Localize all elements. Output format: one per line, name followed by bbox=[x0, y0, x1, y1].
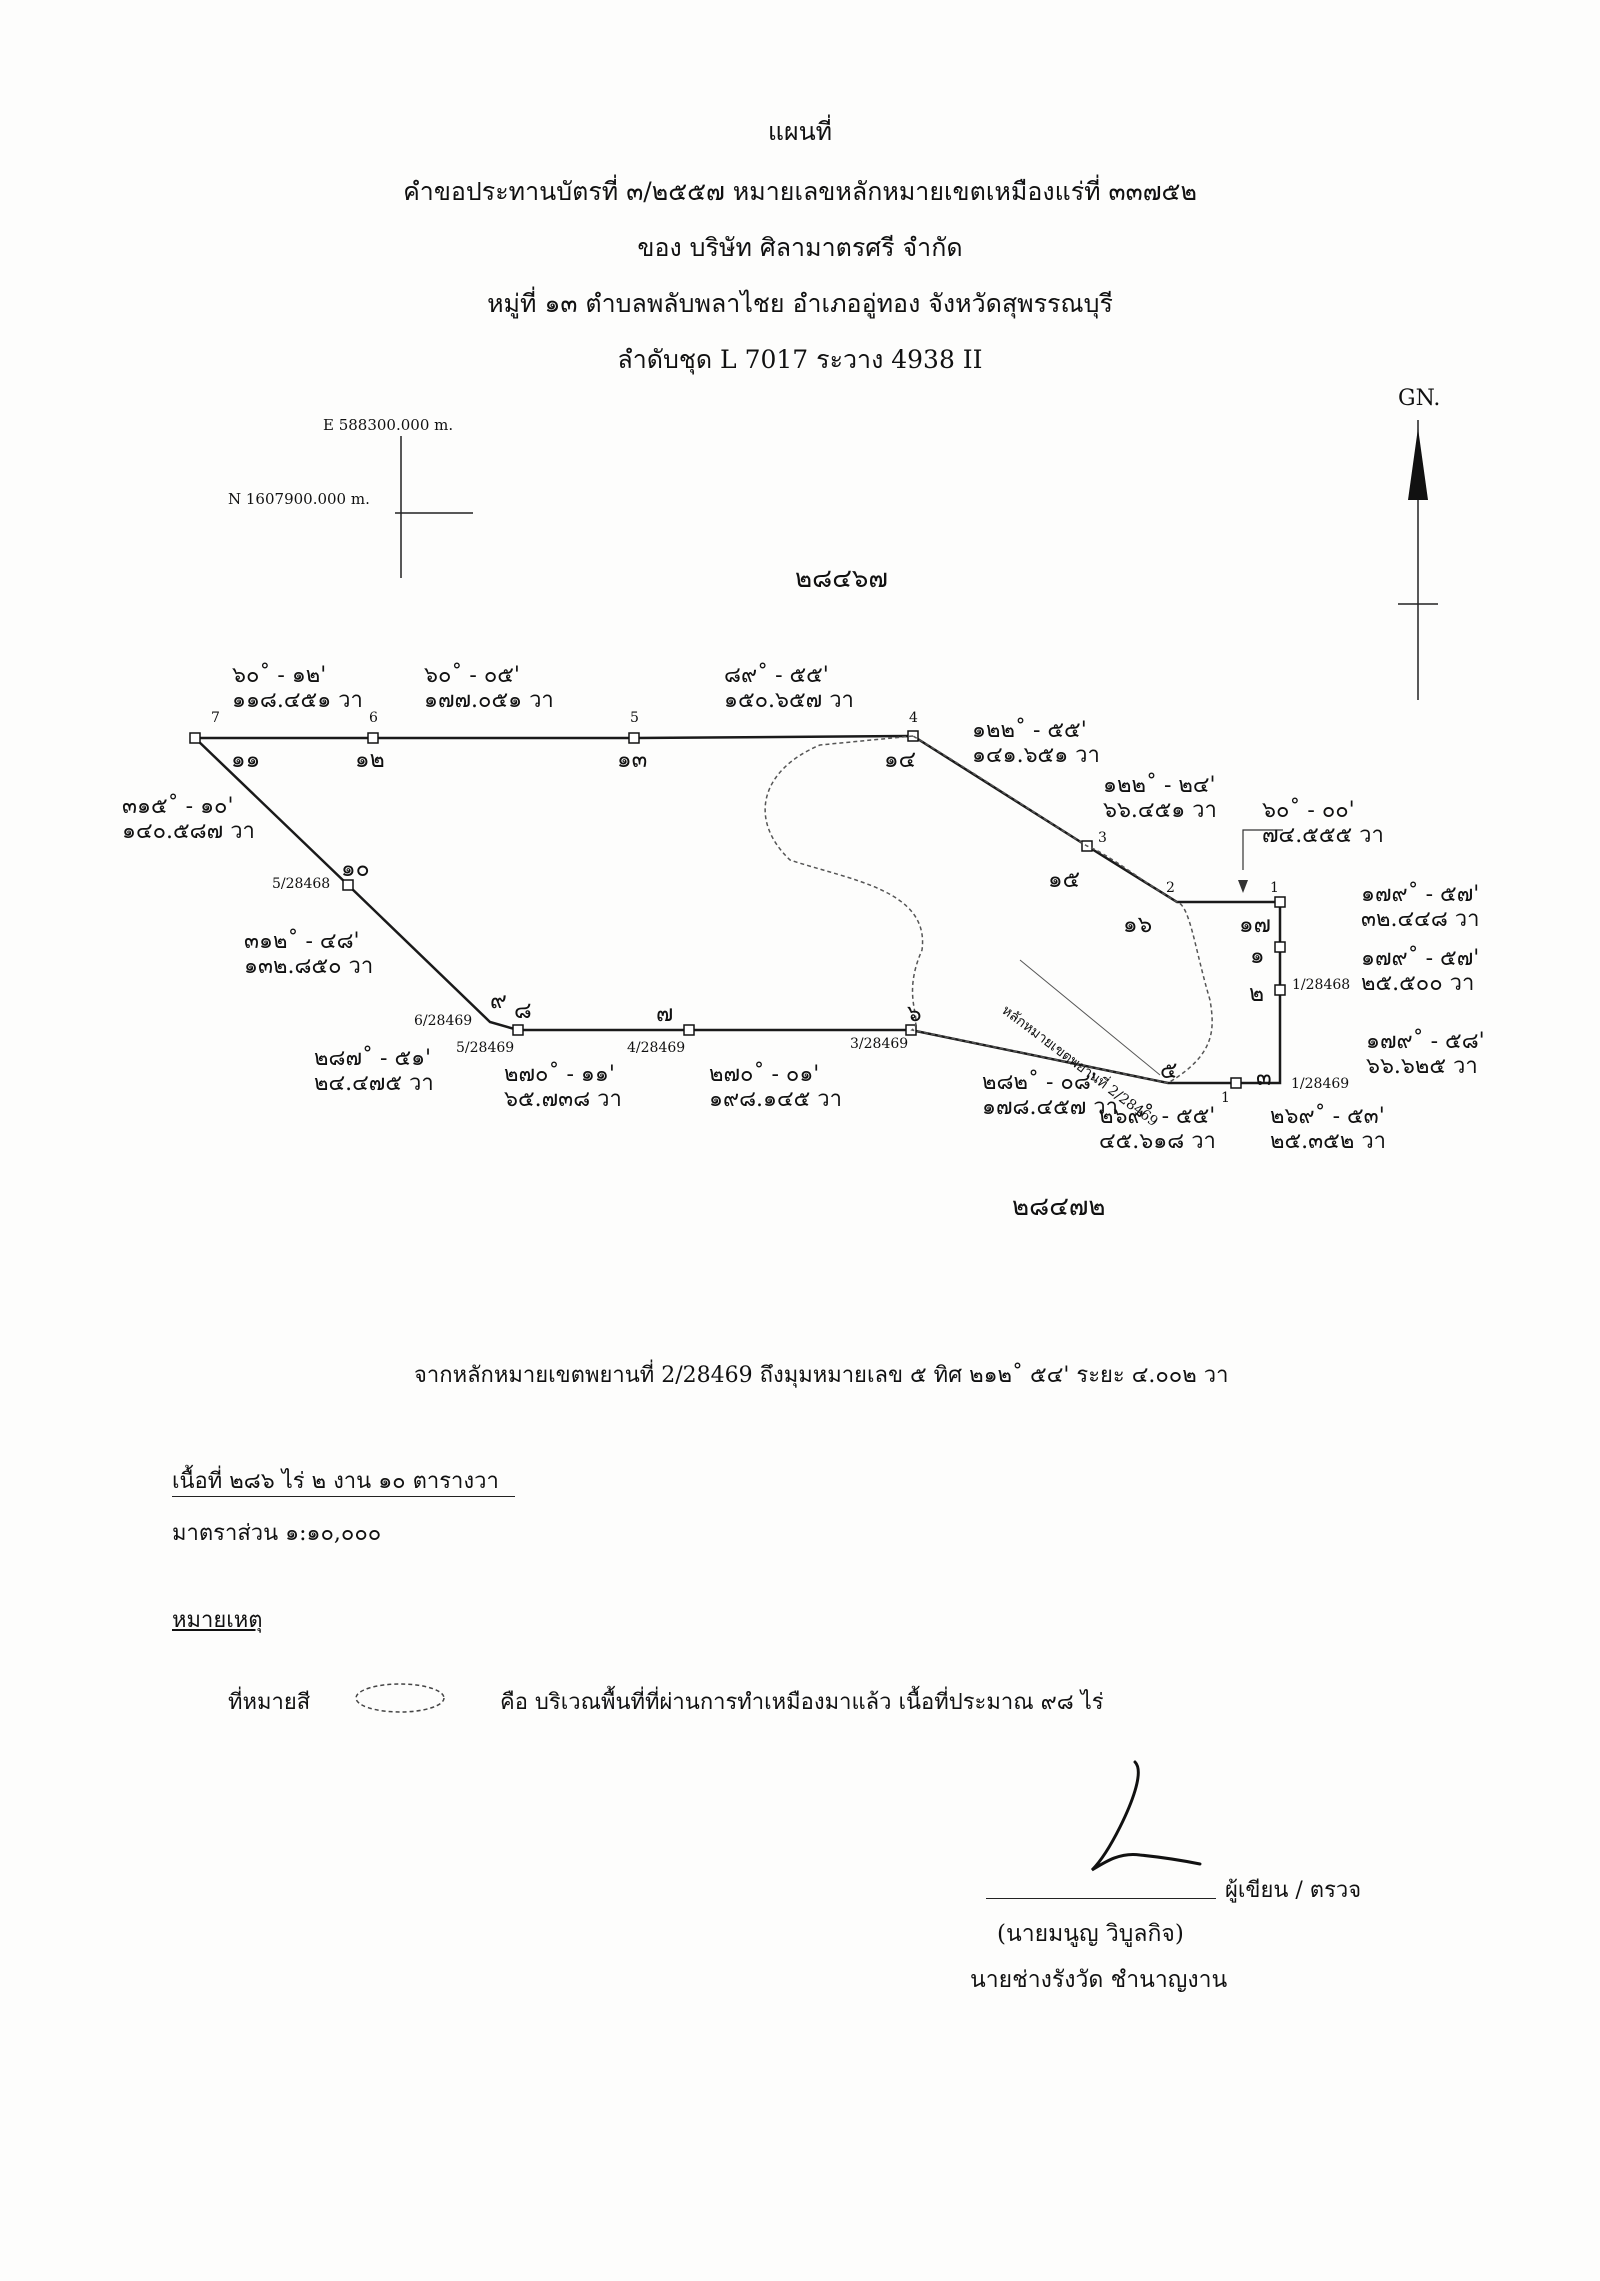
point-label: 1 bbox=[1221, 1090, 1230, 1106]
note-text: คือ บริเวณพื้นที่ที่ผ่านการทำเหมืองมาแล้… bbox=[500, 1690, 1104, 1715]
corner-number: ๒ bbox=[1249, 981, 1265, 1007]
point-label: 5 bbox=[630, 710, 639, 726]
signatory-name: (นายมนูญ วิบูลกิจ) bbox=[997, 1921, 1184, 1947]
header-location-line: หมู่ที่ ๑๓ ตำบลพลับพลาไชย อำเภออู่ทอง จั… bbox=[487, 289, 1113, 318]
area-underline bbox=[172, 1496, 515, 1497]
corner-number: ๑๖ bbox=[1123, 912, 1153, 938]
segment-label: ๑๗๙˚ - ๕๘'๖๖.๖๒๕ วา bbox=[1366, 1029, 1485, 1080]
corner-number: ๕ bbox=[1160, 1058, 1178, 1084]
segment-label: ๖๐˚ - ๐๕'๑๗๗.๐๕๑ วา bbox=[424, 663, 554, 714]
north-label: GN. bbox=[1398, 386, 1441, 411]
scale-text: มาตราส่วน ๑:๑๐,๐๐๐ bbox=[172, 1521, 382, 1546]
point-label: 4 bbox=[909, 710, 918, 726]
marker-label: 6/28469 bbox=[414, 1013, 473, 1029]
corner-number: ๑๑ bbox=[231, 747, 261, 773]
segment-label: ๘๙˚ - ๕๕'๑๕๐.๖๕๗ วา bbox=[724, 663, 854, 714]
corner-number: ๓ bbox=[1256, 1065, 1272, 1091]
point-label: 1 bbox=[1270, 880, 1279, 896]
corner-number: ๑๔ bbox=[884, 747, 917, 773]
marker-label: 5/28468 bbox=[272, 876, 331, 892]
segment-label: ๒๗๐˚ - ๑๑'๖๕.๗๓๘ วา bbox=[504, 1062, 622, 1113]
corner-number: ๑๐ bbox=[341, 856, 370, 882]
segment-label: ๑๗๙˚ - ๕๗'๒๕.๕๐๐ วา bbox=[1361, 946, 1480, 997]
signature-mark bbox=[1090, 1760, 1202, 1872]
note-heading: หมายเหตุ bbox=[172, 1608, 263, 1633]
header-company-line: ของ บริษัท ศิลามาตรศรี จำกัด bbox=[637, 233, 963, 262]
corner-number: ๑๗ bbox=[1239, 912, 1271, 938]
segment-label: ๑๗๙˚ - ๕๗'๓๒.๔๔๘ วา bbox=[1361, 882, 1480, 933]
signature-role: ผู้เขียน / ตรวจ bbox=[1225, 1878, 1362, 1903]
parcel-label-top: ๒๘๔๖๗ bbox=[795, 564, 888, 594]
corner-number: ๑๓ bbox=[617, 747, 648, 773]
signatory-position: นายช่างรังวัด ชำนาญงาน bbox=[970, 1967, 1228, 1993]
reference-statement: จากหลักหมายเขตพยานที่ 2/28469 ถึงมุมหมาย… bbox=[414, 1363, 1229, 1388]
header-sheet-line: ลำดับชุด L 7017 ระวาง 4938 II bbox=[617, 345, 983, 374]
corner-number: ๗ bbox=[656, 1001, 674, 1027]
corner-number: ๙ bbox=[490, 988, 507, 1014]
segment-label: ๓๑๒˚ - ๔๘'๑๓๒.๘๕๐ วา bbox=[244, 929, 374, 980]
segment-label: ๒๖๙˚ - ๕๓'๒๕.๓๕๒ วา bbox=[1270, 1104, 1387, 1155]
segment-label: ๒๘๒˚ - ๐๘'๑๗๘.๔๕๗ วา bbox=[982, 1070, 1119, 1121]
segment-label: ๓๑๕˚ - ๑๐'๑๔๐.๕๘๗ วา bbox=[122, 794, 255, 845]
segment-label: ๒๗๐˚ - ๐๑'๑๙๘.๑๔๕ วา bbox=[709, 1062, 843, 1113]
point-label: 7 bbox=[211, 710, 220, 726]
parcel-label-bottom: ๒๘๔๗๒ bbox=[1012, 1192, 1106, 1222]
north-arrow-icon bbox=[1398, 420, 1438, 700]
segment-label: ๖๐˚ - ๑๒'๑๑๘.๔๕๑ วา bbox=[232, 663, 363, 714]
segment-label: ๑๒๒˚ - ๕๕'๑๔๑.๖๕๑ วา bbox=[972, 718, 1100, 769]
point-label: 2 bbox=[1166, 880, 1175, 896]
mined-area-outline bbox=[764, 735, 1213, 1084]
segment-label: ๖๐˚ - ๐๐'๗๔.๕๕๕ วา bbox=[1262, 798, 1384, 849]
area-text: เนื้อที่ ๒๘๖ ไร่ ๒ งาน ๑๐ ตารางวา bbox=[172, 1469, 499, 1494]
corner-number: ๖ bbox=[907, 1001, 922, 1027]
marker-label: 3/28469 bbox=[850, 1036, 909, 1052]
note-prefix: ที่หมายสี bbox=[228, 1690, 311, 1715]
mined-area-legend-icon bbox=[355, 1683, 445, 1713]
northing-label: N 1607900.000 m. bbox=[228, 490, 370, 508]
corner-number: ๘ bbox=[514, 998, 532, 1024]
corner-number: ๑๒ bbox=[355, 747, 385, 773]
marker-label: 5/28469 bbox=[456, 1040, 515, 1056]
signature-line bbox=[986, 1898, 1216, 1899]
segment-label: ๒๖๙˚ - ๕๕'๔๕.๖๑๘ วา bbox=[1099, 1104, 1216, 1155]
point-label: 6 bbox=[369, 710, 378, 726]
point-label: 3 bbox=[1098, 830, 1107, 846]
marker-label: 4/28469 bbox=[627, 1040, 686, 1056]
header-request-line: คำขอประทานบัตรที่ ๓/๒๕๕๗ หมายเลขหลักหมาย… bbox=[403, 177, 1197, 206]
segment-label: ๒๘๗˚ - ๕๑'๒๔.๔๗๕ วา bbox=[314, 1046, 434, 1097]
segment-label: ๑๒๒˚ - ๒๔'๖๖.๔๕๑ วา bbox=[1103, 773, 1217, 824]
corner-number: ๑ bbox=[1250, 943, 1265, 969]
easting-label: E 588300.000 m. bbox=[323, 416, 454, 434]
corner-number: ๑๕ bbox=[1048, 867, 1081, 893]
map-title: แผนที่ bbox=[767, 117, 833, 146]
marker-label: 1/28469 bbox=[1291, 1076, 1350, 1092]
marker-label: 1/28468 bbox=[1292, 977, 1351, 993]
